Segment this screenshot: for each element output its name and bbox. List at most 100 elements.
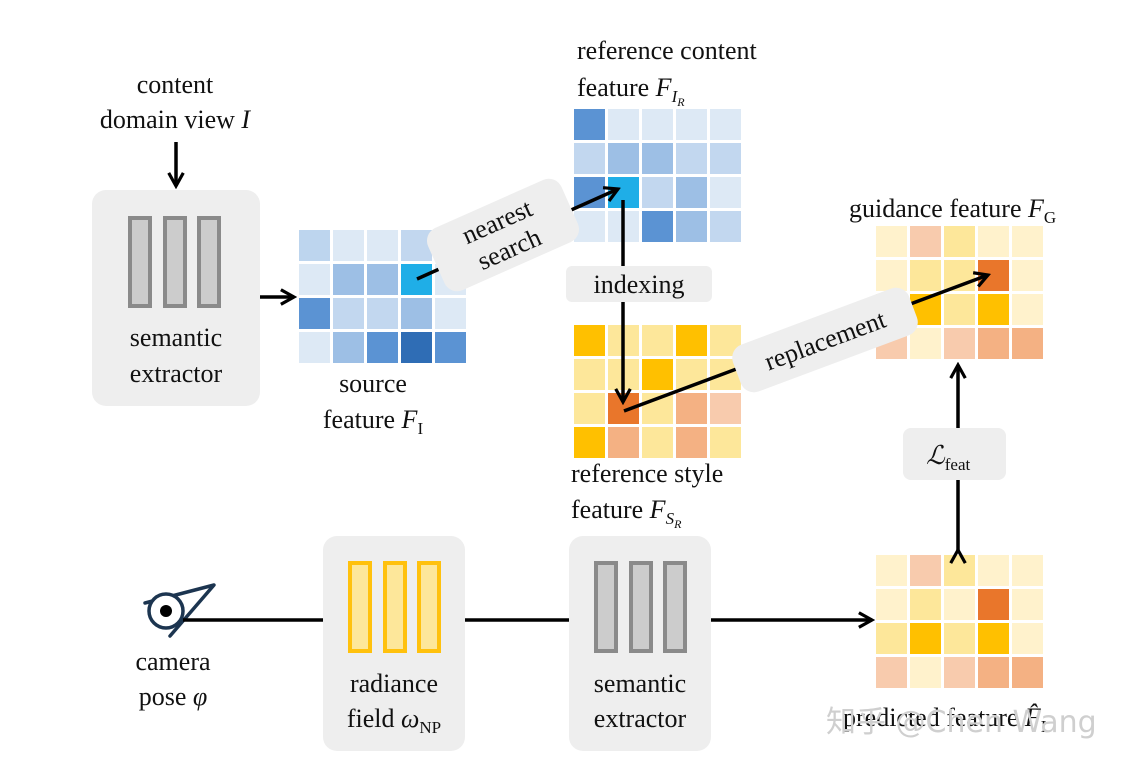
grid-cell [642,211,673,242]
grid-cell [1012,260,1043,291]
grid-cell [876,226,907,257]
grid-cell [944,294,975,325]
grid-cell [642,325,673,356]
extractor-bottom-line1: semantic [594,669,686,698]
grid-cell [1012,294,1043,325]
grid-cell [676,211,707,242]
loss-symbol: ℒ [926,441,946,470]
source-feature-line1: source [339,369,407,398]
camera-icon [143,583,216,638]
reference-content-grid [574,109,741,242]
grid-cell [1012,328,1043,359]
grid-cell [910,589,941,620]
grid-cell [876,623,907,654]
grid-cell [944,226,975,257]
grid-cell [367,332,398,363]
grid-cell [978,328,1009,359]
extractor-bottom-line2: extractor [594,704,687,733]
grid-cell [401,230,432,261]
grid-cell [876,555,907,586]
ref-content-line1: reference content [577,36,757,65]
grid-cell [608,109,639,140]
grid-cell [574,359,605,390]
grid-cell [676,109,707,140]
grid-cell [1012,657,1043,688]
grid-cell [944,589,975,620]
grid-cell [333,332,364,363]
grid-cell [401,264,432,295]
grid-cell [299,298,330,329]
extractor-bars-top [128,216,221,308]
grid-cell [642,143,673,174]
grid-cell [978,226,1009,257]
guidance-feature-label: guidance feature FG [849,194,1056,227]
grid-cell [333,298,364,329]
grid-cell [876,657,907,688]
grid-cell [608,427,639,458]
grid-cell [710,393,741,424]
nearest-search-label: nearest search [426,178,580,292]
grid-cell [642,109,673,140]
grid-cell [574,109,605,140]
grid-cell [944,328,975,359]
grid-cell [876,589,907,620]
camera-pose-line2: pose φ [139,682,208,711]
grid-cell [1012,623,1043,654]
predicted-feature-label: predicted feature F̂I [843,703,1047,736]
indexing-label: indexing [566,266,712,302]
grid-cell [978,623,1009,654]
grid-cell [367,298,398,329]
grid-cell [1012,555,1043,586]
grid-cell [676,143,707,174]
grid-cell [978,555,1009,586]
loss-subscript: feat [945,455,971,474]
grid-cell [608,143,639,174]
grid-cell [676,177,707,208]
grid-cell [676,393,707,424]
grid-cell [978,589,1009,620]
content-view-line2: domain view I [100,105,252,134]
ref-style-line1: reference style [571,459,723,488]
extractor-top-line2: extractor [130,359,223,388]
grid-cell [710,427,741,458]
grid-cell [710,109,741,140]
grid-cell [435,332,466,363]
ref-content-line2: feature FIR [577,73,685,109]
replacement-label: replacement [732,287,918,393]
grid-cell [299,332,330,363]
svg-text:indexing: indexing [594,270,685,299]
svg-text:ℒfeat: ℒfeat [926,441,970,474]
grid-cell [642,177,673,208]
ref-style-line2: feature FSR [571,495,682,531]
grid-cell [401,298,432,329]
grid-cell [910,623,941,654]
grid-cell [944,657,975,688]
grid-cell [710,177,741,208]
grid-cell [333,264,364,295]
grid-cell [876,260,907,291]
camera-pose-line1: camera [135,647,211,676]
grid-cell [676,427,707,458]
grid-cell [642,359,673,390]
extractor-top-line1: semantic [130,323,222,352]
watermark: 知乎 @Chen Wang [826,705,1097,740]
grid-cell [574,393,605,424]
grid-cell [944,623,975,654]
radiance-field-line1: radiance [350,669,438,698]
grid-cell [910,555,941,586]
grid-cell [401,332,432,363]
grid-cell [299,230,330,261]
grid-cell [642,427,673,458]
grid-cell [367,264,398,295]
extractor-bars-bottom [594,561,687,653]
grid-cell [910,657,941,688]
grid-cell [574,325,605,356]
grid-cell [710,143,741,174]
grid-cell [710,211,741,242]
content-view-line1: content [137,70,214,99]
radiance-bars [348,561,441,653]
source-feature-grid [299,230,466,363]
predicted-feature-grid [876,555,1043,688]
